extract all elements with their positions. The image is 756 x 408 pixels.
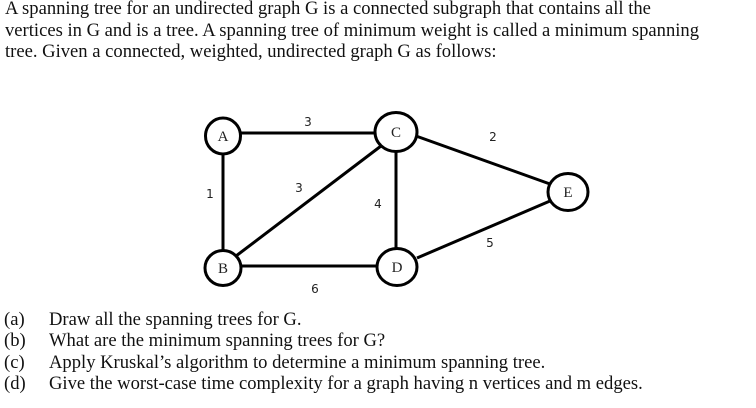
question-label: (b) (4, 330, 26, 352)
weight-a-c: 3 (304, 115, 312, 129)
question-label: (a) (4, 309, 25, 330)
node-c: C (373, 111, 419, 153)
edge-d-e (416, 199, 551, 260)
problem-statement: A spanning tree for an undirected graph … (5, 0, 755, 63)
question-label: (d) (4, 372, 26, 394)
node-e: E (546, 172, 590, 212)
edge-b-c (235, 144, 382, 258)
question-text: Give the worst-case time complexity for … (49, 372, 643, 394)
node-a-label: A (218, 129, 229, 145)
weight-a-b: 1 (206, 187, 214, 201)
node-b-label: B (218, 261, 228, 277)
weight-b-c: 3 (295, 181, 303, 195)
intro-line: vertices in G and is a tree. A spanning … (5, 19, 700, 41)
edge-c-e (415, 134, 551, 186)
node-d-label: D (392, 260, 403, 276)
intro-line: A spanning tree for an undirected graph … (5, 0, 651, 19)
weight-c-d: 4 (374, 197, 382, 211)
weight-d-e: 5 (486, 236, 494, 250)
question-text: Apply Kruskal’s algorithm to determine a… (49, 351, 546, 373)
node-e-label: E (563, 185, 572, 201)
node-a: A (204, 116, 242, 156)
question-label: (c) (4, 351, 25, 373)
node-c-label: C (391, 125, 401, 141)
question-text: Draw all the spanning trees for G. (49, 309, 302, 330)
weight-b-d: 6 (311, 282, 319, 296)
weight-c-e: 2 (489, 130, 497, 144)
node-d: D (375, 247, 419, 287)
question-text: What are the minimum spanning trees for … (49, 330, 386, 352)
intro-line: tree. Given a connected, weighted, undir… (5, 41, 497, 62)
node-b: B (203, 249, 243, 287)
